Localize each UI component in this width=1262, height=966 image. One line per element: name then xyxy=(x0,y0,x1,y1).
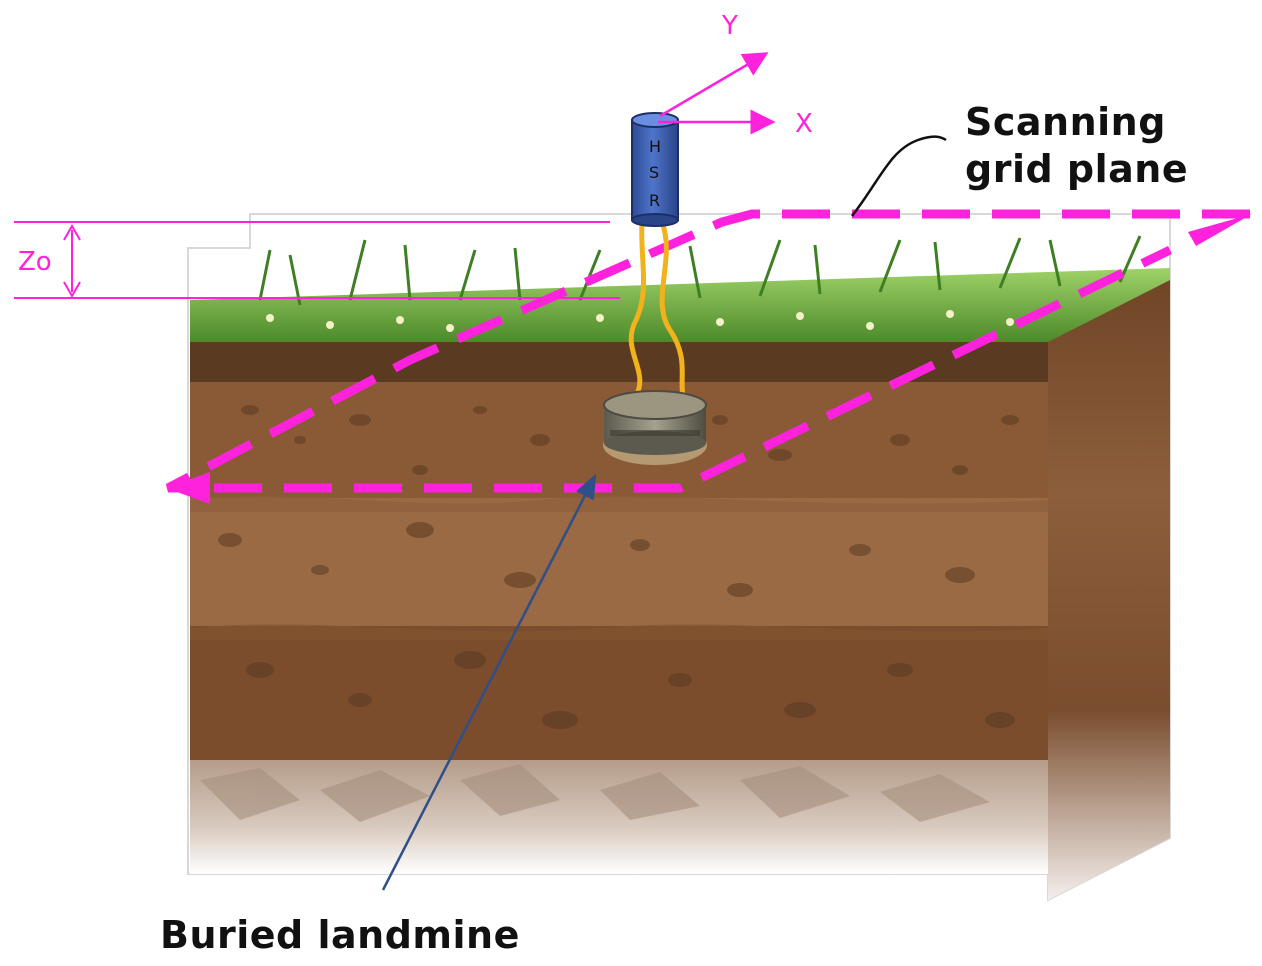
landmine-icon xyxy=(603,390,707,465)
buried-landmine-label: Buried landmine xyxy=(160,913,520,957)
grass-flowers xyxy=(266,310,1014,332)
soil-front-face xyxy=(190,338,1048,874)
soil-side-face xyxy=(1048,272,1170,900)
height-offset-annotation xyxy=(14,221,620,299)
grid-end-arrow-left xyxy=(166,472,210,504)
grass-blades xyxy=(258,235,1142,306)
soil-pebbles xyxy=(218,405,1019,729)
hsr-sensor xyxy=(631,112,679,227)
grid-end-arrow-right xyxy=(1188,214,1252,246)
x-axis-label: X xyxy=(795,109,813,139)
grid-plane-callout-line xyxy=(851,135,947,217)
landmine-pointer xyxy=(381,473,597,891)
hsr-label-r: R xyxy=(649,191,660,210)
scanning-grid-label-line2: grid plane xyxy=(965,147,1188,191)
height-offset-label: Zo xyxy=(18,247,52,277)
y-axis-label: Y xyxy=(721,11,738,41)
hsr-label-h: H xyxy=(649,137,661,156)
hsr-label-s: S xyxy=(649,163,659,182)
grass-strip xyxy=(190,268,1170,342)
rock-layer xyxy=(200,764,990,822)
sensor-cables xyxy=(628,221,687,401)
y-axis-arrow xyxy=(659,52,769,118)
scanning-grid-label-line1: Scanning xyxy=(965,100,1166,144)
